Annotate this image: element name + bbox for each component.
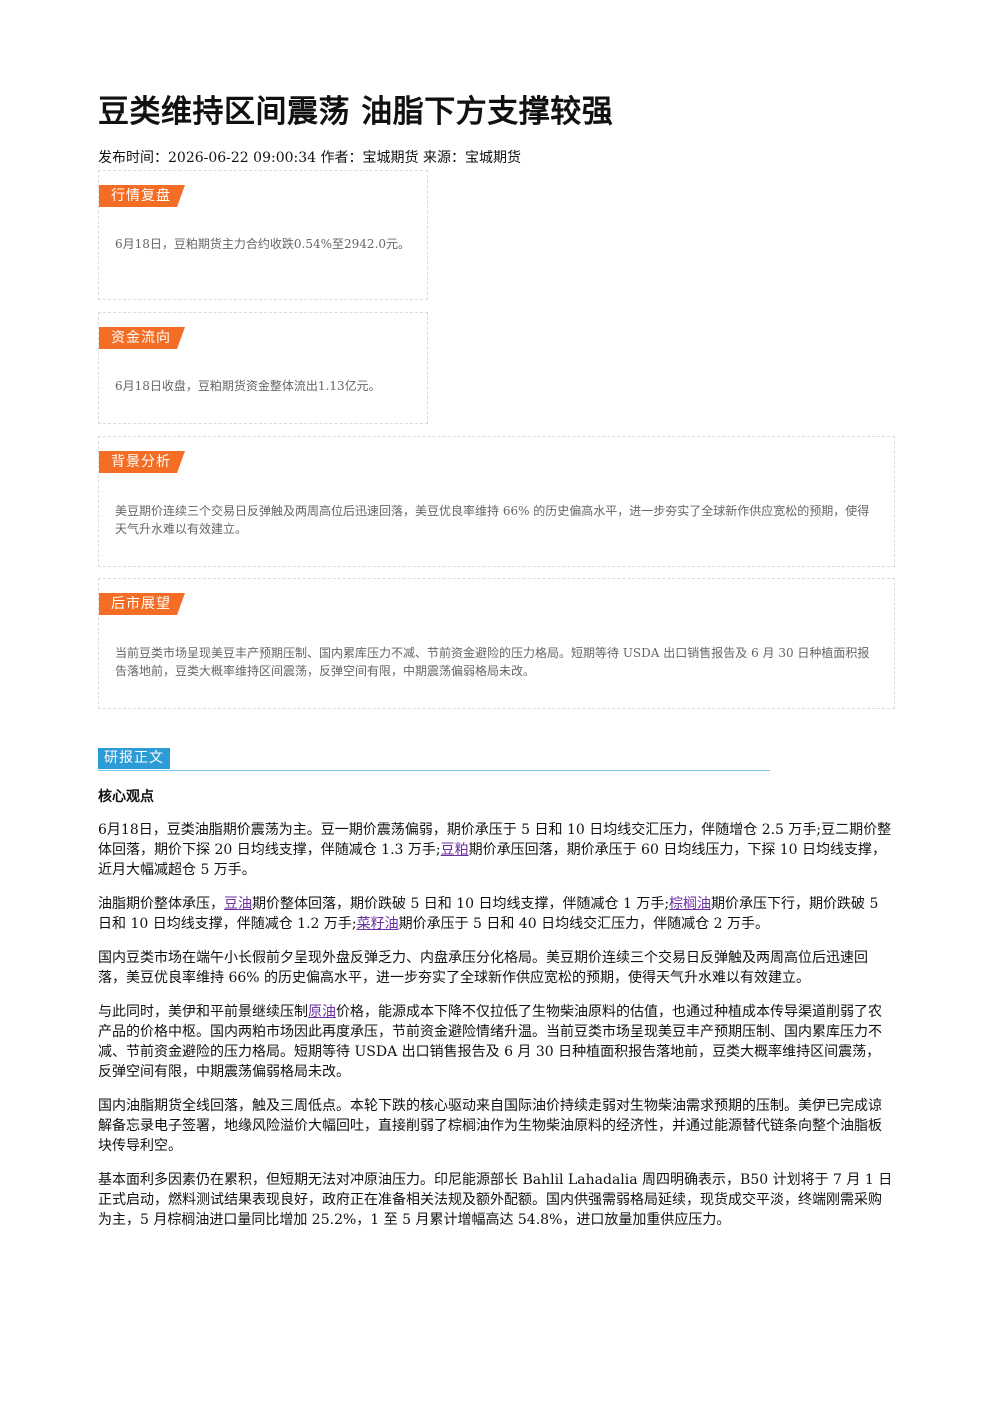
paragraph-text: 油脂期价整体承压， [98,896,224,912]
report-body-tag: 研报正文 [98,748,170,769]
paragraph-text: 与此同时，美伊和平前景继续压制 [98,1004,308,1020]
paragraph-6: 基本面利多因素仍在累积，但短期无法对冲原油压力。印尼能源部长 Bahlil La… [98,1172,893,1228]
market-review-tag: 行情复盘 [99,185,185,207]
paragraph-text: 期价承压回落，期价承压于 60 日均线压力，下探 10 日均线支撑，近月大幅减超… [98,842,887,878]
report-body-header: 研报正文 [98,748,770,771]
core-view-heading: 核心观点 [98,789,154,805]
background-tag: 背景分析 [99,451,185,473]
outlook-text: 当前豆类市场呈现美豆丰产预期压制、国内累库压力不减、节前资金避险的压力格局。短期… [115,646,870,678]
background-text: 美豆期价连续三个交易日反弹触及两周高位后迅速回落，美豆优良率维持 66% 的历史… [115,504,870,536]
soymeal-link[interactable]: 豆粕 [440,842,469,858]
paragraph-1: 6月18日，豆类油脂期价震荡为主。豆一期价震荡偏弱，期价承压于 5 日和 10 … [98,820,894,880]
paragraph-4: 与此同时，美伊和平前景继续压制原油价格，能源成本下降不仅拉低了生物柴油原料的估值… [98,1002,894,1082]
market-review-text: 6月18日，豆粕期货主力合约收跌0.54%至2942.0元。 [115,237,411,251]
fund-flow-box: 资金流向 6月18日收盘，豆粕期货资金整体流出1.13亿元。 [98,312,428,424]
paragraph-text: 期价整体回落，期价跌破 5 日和 10 日均线支撑，伴随减仓 1 万手; [252,896,670,912]
outlook-box: 后市展望 当前豆类市场呈现美豆丰产预期压制、国内累库压力不减、节前资金避险的压力… [98,578,895,709]
paragraph-text: 价格，能源成本下降不仅拉低了生物柴油原料的估值，也通过种植成本传导渠道削弱了农产… [98,1004,882,1080]
article-meta: 发布时间：2026-06-22 09:00:34 作者：宝城期货 来源：宝城期货 [98,150,521,166]
palm-oil-link[interactable]: 棕榈油 [669,896,712,912]
crude-oil-link[interactable]: 原油 [308,1004,336,1020]
article-title: 豆类维持区间震荡 油脂下方支撑较强 [98,94,614,130]
fund-flow-tag: 资金流向 [99,327,185,349]
rapeseed-oil-link[interactable]: 菜籽油 [356,916,399,932]
report-body: 6月18日，豆类油脂期价震荡为主。豆一期价震荡偏弱，期价承压于 5 日和 10 … [98,820,894,1244]
paragraph-2: 油脂期价整体承压，豆油期价整体回落，期价跌破 5 日和 10 日均线支撑，伴随减… [98,894,894,934]
paragraph-3: 国内豆类市场在端午小长假前夕呈现外盘反弹乏力、内盘承压分化格局。美豆期价连续三个… [98,950,868,986]
market-review-box: 行情复盘 6月18日，豆粕期货主力合约收跌0.54%至2942.0元。 [98,170,428,300]
background-box: 背景分析 美豆期价连续三个交易日反弹触及两周高位后迅速回落，美豆优良率维持 66… [98,436,895,567]
paragraph-5: 国内油脂期货全线回落，触及三周低点。本轮下跌的核心驱动来自国际油价持续走弱对生物… [98,1098,882,1154]
outlook-tag: 后市展望 [99,593,185,615]
soybean-oil-link[interactable]: 豆油 [224,896,252,912]
paragraph-text: 6月18日，豆类油脂期价震荡为主。豆一期价震荡偏弱，期价承压于 5 日和 10 … [98,822,892,858]
paragraph-text: 期价承压于 5 日和 40 日均线交汇压力，伴随减仓 2 万手。 [398,916,769,932]
paragraph-text: 期价承压下行，期价跌破 5 日和 10 日均线支撑，伴随减仓 1.2 万手; [98,896,879,932]
fund-flow-text: 6月18日收盘，豆粕期货资金整体流出1.13亿元。 [115,379,381,393]
